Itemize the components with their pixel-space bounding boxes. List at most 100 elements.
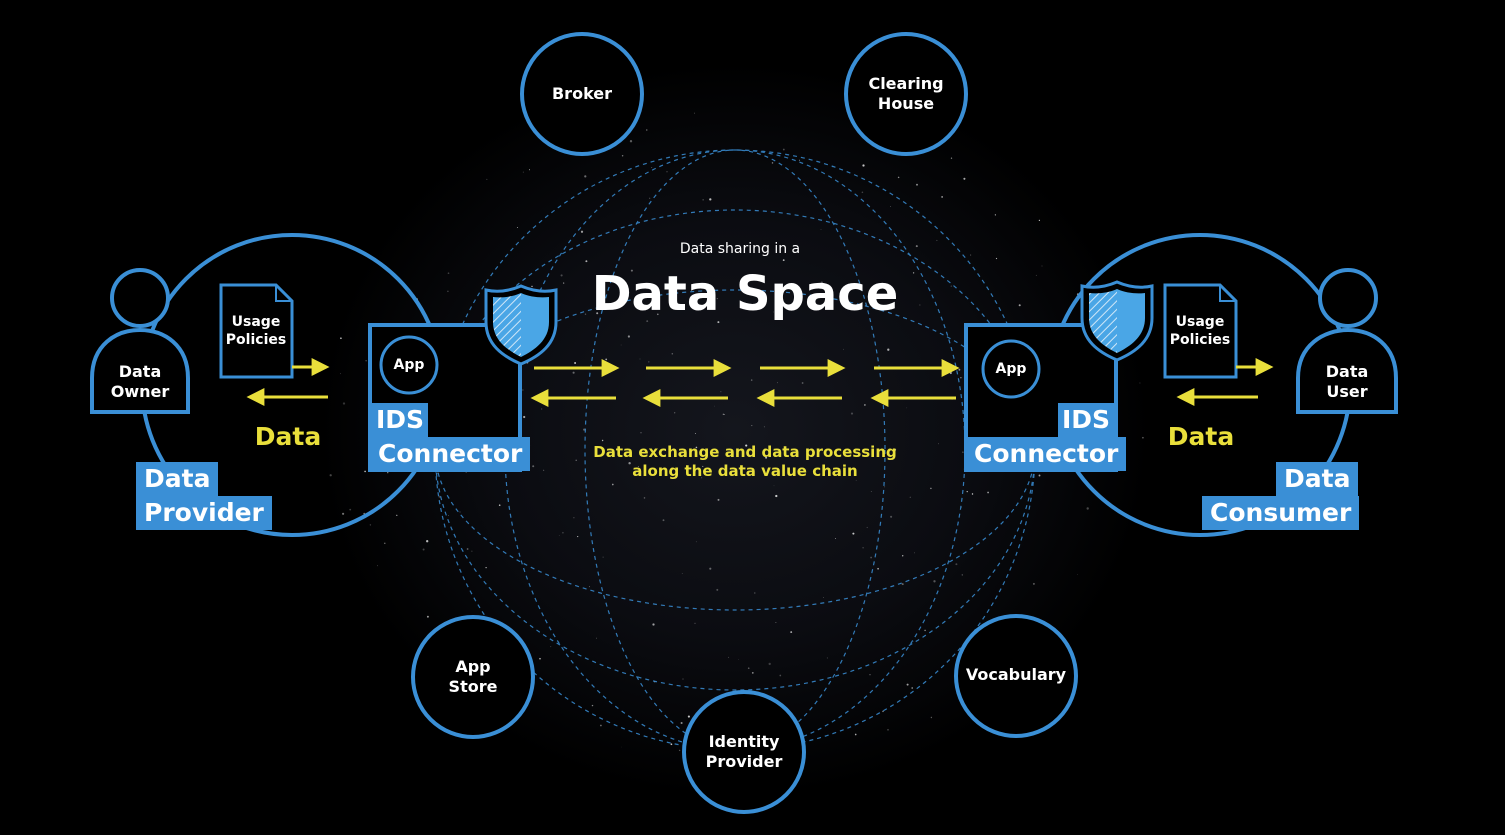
star [680, 721, 683, 725]
star [649, 197, 651, 199]
star [646, 129, 648, 131]
star [329, 474, 332, 477]
star [342, 402, 346, 405]
star [678, 749, 681, 752]
star [901, 583, 904, 586]
star [862, 547, 864, 549]
subtitle-line-1: Data exchange and data processing [593, 443, 897, 461]
star [818, 307, 820, 309]
star [924, 629, 926, 632]
star [772, 311, 774, 313]
star [866, 526, 868, 529]
star [987, 491, 990, 494]
star [852, 532, 855, 535]
star [994, 214, 997, 216]
star [681, 573, 683, 574]
provider-policy-document-icon [219, 283, 294, 379]
star [933, 580, 936, 583]
star [902, 555, 904, 557]
star [637, 466, 639, 467]
star [646, 320, 649, 323]
star [890, 206, 891, 207]
star [771, 162, 774, 164]
star [834, 537, 837, 540]
star [936, 239, 938, 241]
provider-shield-icon [484, 284, 558, 366]
star [376, 565, 378, 567]
star [611, 483, 614, 486]
star [949, 371, 952, 375]
star [782, 148, 785, 151]
star [773, 485, 775, 487]
star [340, 337, 342, 340]
star [790, 631, 793, 634]
star [640, 432, 642, 434]
page-title: Data Space [591, 266, 899, 322]
star [1139, 382, 1141, 384]
provider-policy-fold [275, 285, 292, 302]
star [702, 465, 704, 467]
star [950, 285, 952, 287]
star [541, 408, 543, 410]
star [775, 494, 778, 498]
service-clearing-house: Clearing House [868, 74, 944, 113]
star [963, 177, 966, 180]
star [843, 348, 844, 350]
star [422, 548, 425, 551]
consumer-role-line-1: Data [1276, 462, 1359, 496]
star [1077, 574, 1078, 575]
star [870, 491, 872, 492]
provider-app-circle [379, 335, 439, 395]
star [396, 514, 398, 516]
star [861, 191, 864, 194]
star [938, 443, 940, 445]
star [466, 548, 469, 550]
star [539, 657, 541, 660]
star [701, 477, 703, 479]
star [602, 556, 604, 558]
star [723, 414, 725, 415]
star [720, 391, 722, 393]
star [915, 245, 918, 248]
consumer-app-label: App [995, 361, 1027, 377]
star [365, 360, 367, 362]
star [887, 729, 889, 731]
star [585, 260, 588, 263]
provider-policy-label: Usage Policies [225, 314, 287, 348]
star [447, 290, 449, 293]
star [516, 227, 518, 228]
star [630, 269, 633, 272]
star [584, 313, 587, 315]
consumer-app-circle [981, 339, 1041, 399]
service-broker: Broker [551, 84, 613, 103]
star [906, 407, 908, 409]
star [1035, 274, 1037, 276]
data-user-label: Data User [1325, 362, 1369, 401]
star [596, 637, 597, 639]
star [930, 716, 933, 719]
star [765, 456, 768, 459]
star [826, 657, 828, 659]
star [894, 448, 897, 451]
star [485, 566, 487, 569]
star [754, 592, 756, 594]
star [911, 687, 914, 689]
provider-connector-line-1: IDS [372, 403, 429, 437]
star [751, 425, 753, 427]
star [674, 412, 676, 414]
star [1086, 507, 1089, 510]
star [657, 313, 659, 316]
star [550, 646, 552, 648]
star [869, 674, 871, 676]
star [966, 490, 968, 493]
star [716, 588, 719, 591]
star [890, 515, 893, 518]
star [666, 171, 668, 173]
star [995, 257, 998, 260]
star [1142, 436, 1144, 439]
star [913, 641, 915, 642]
star [486, 178, 488, 180]
star [717, 321, 720, 324]
